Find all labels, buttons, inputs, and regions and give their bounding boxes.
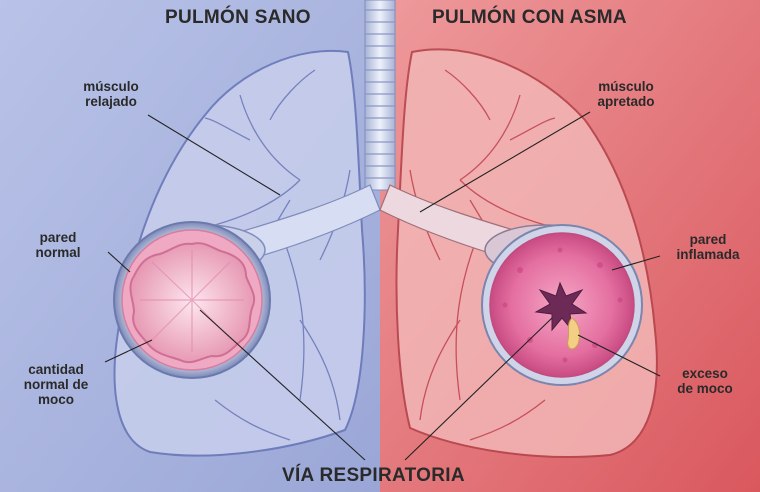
- leader-bottom-right: [404, 317, 553, 461]
- label-normal-mucus-line3: moco: [37, 392, 74, 408]
- label-tight-muscle-line1: músculo: [598, 79, 654, 94]
- airway-title: VÍA RESPIRATORIA: [282, 465, 465, 486]
- label-relaxed-muscle-line1: músculo: [83, 79, 139, 94]
- label-tight-muscle: músculo apretado: [578, 79, 674, 109]
- healthy-airway-folds: [140, 250, 244, 352]
- label-excess-mucus-line1: exceso: [682, 366, 728, 381]
- label-normal-wall: pared normal: [18, 230, 98, 260]
- asthma-airway-cross-section: [481, 224, 643, 386]
- narrowed-lumen: [534, 281, 588, 332]
- label-normal-wall-line2: normal: [35, 245, 81, 261]
- asthma-lung-title: PULMÓN CON ASMA: [432, 7, 627, 28]
- label-relaxed-muscle-line2: relajado: [85, 94, 137, 110]
- healthy-airway-cross-section: [113, 221, 271, 379]
- healthy-lung-title: PULMÓN SANO: [165, 7, 311, 28]
- mucus-plug: [567, 317, 581, 350]
- leader-lines: [104, 111, 661, 461]
- label-normal-wall-line1: pared: [39, 230, 77, 245]
- label-inflamed-wall-line2: inflamada: [676, 247, 740, 263]
- label-relaxed-muscle: músculo relajado: [66, 79, 156, 109]
- label-inflamed-wall-line1: pared: [689, 232, 727, 247]
- label-tight-muscle-line2: apretado: [597, 94, 655, 110]
- leader-left-muscle: [147, 114, 281, 196]
- leader-right-wall: [611, 255, 661, 271]
- trachea: [364, 0, 396, 191]
- label-normal-mucus-line1: cantidad: [28, 362, 84, 377]
- label-excess-mucus-line2: de moco: [677, 381, 733, 397]
- label-normal-mucus-line2: normal de: [23, 377, 89, 393]
- leader-right-muscle: [419, 111, 591, 213]
- leader-left-wall: [107, 251, 131, 273]
- label-inflamed-wall: pared inflamada: [660, 232, 756, 262]
- leader-right-mucus: [577, 334, 661, 377]
- trachea-rings: [365, 9, 395, 179]
- leader-bottom-left: [199, 309, 366, 461]
- label-excess-mucus: exceso de moco: [660, 366, 750, 396]
- label-normal-mucus: cantidad normal de moco: [8, 362, 104, 407]
- leader-left-mucus: [104, 339, 153, 363]
